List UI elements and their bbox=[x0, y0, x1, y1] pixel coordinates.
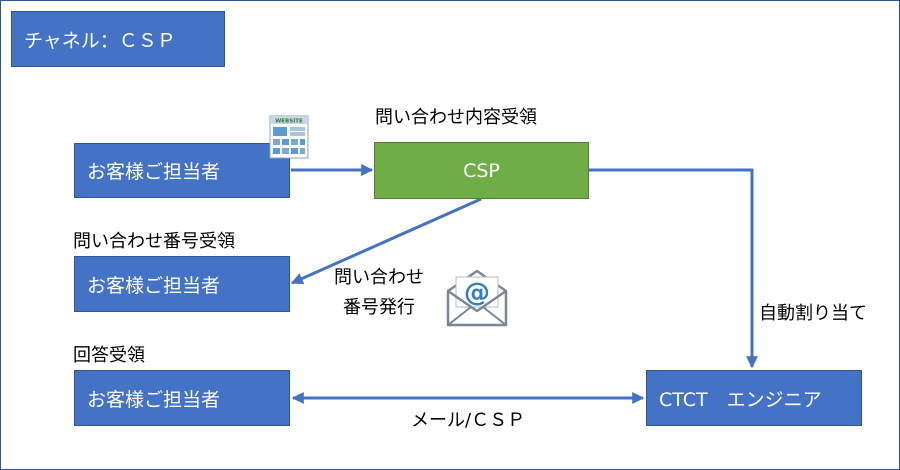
node-customer-bottom-label: お客様ご担当者 bbox=[87, 388, 221, 411]
node-engineer: CTCT エンジニア bbox=[646, 370, 862, 426]
channel-label-box: チャネル：ＣＳＰ bbox=[11, 11, 225, 67]
website-icon-text: WEBSITE bbox=[275, 119, 303, 125]
label-mail-csp: メール/ＣＳＰ bbox=[411, 410, 526, 431]
email-at-icon: @ bbox=[446, 269, 508, 327]
label-number-issued-line1: 問い合わせ bbox=[334, 267, 424, 288]
svg-text:@: @ bbox=[464, 278, 490, 308]
website-icon: WEBSITE bbox=[269, 115, 309, 159]
label-inquiry-received: 問い合わせ内容受領 bbox=[375, 107, 537, 128]
channel-label: チャネル：ＣＳＰ bbox=[24, 29, 176, 52]
node-csp: CSP bbox=[374, 142, 589, 199]
node-engineer-label: CTCT エンジニア bbox=[659, 388, 822, 411]
arrow-csp-to-engineer bbox=[589, 168, 758, 369]
label-auto-assign: 自動割り当て bbox=[759, 303, 867, 324]
label-number-received: 問い合わせ番号受領 bbox=[73, 231, 235, 252]
node-customer-top: お客様ご担当者 bbox=[74, 143, 290, 198]
node-customer-top-label: お客様ご担当者 bbox=[87, 161, 221, 183]
label-answer-received: 回答受領 bbox=[73, 345, 145, 366]
node-customer-bottom: お客様ご担当者 bbox=[74, 370, 290, 426]
node-customer-mid-label: お客様ご担当者 bbox=[87, 274, 221, 297]
node-customer-mid: お客様ご担当者 bbox=[74, 256, 290, 312]
arrow-csp-to-customer bbox=[290, 197, 482, 285]
label-number-issued-line2: 番号発行 bbox=[343, 297, 415, 318]
node-csp-label: CSP bbox=[463, 159, 500, 182]
